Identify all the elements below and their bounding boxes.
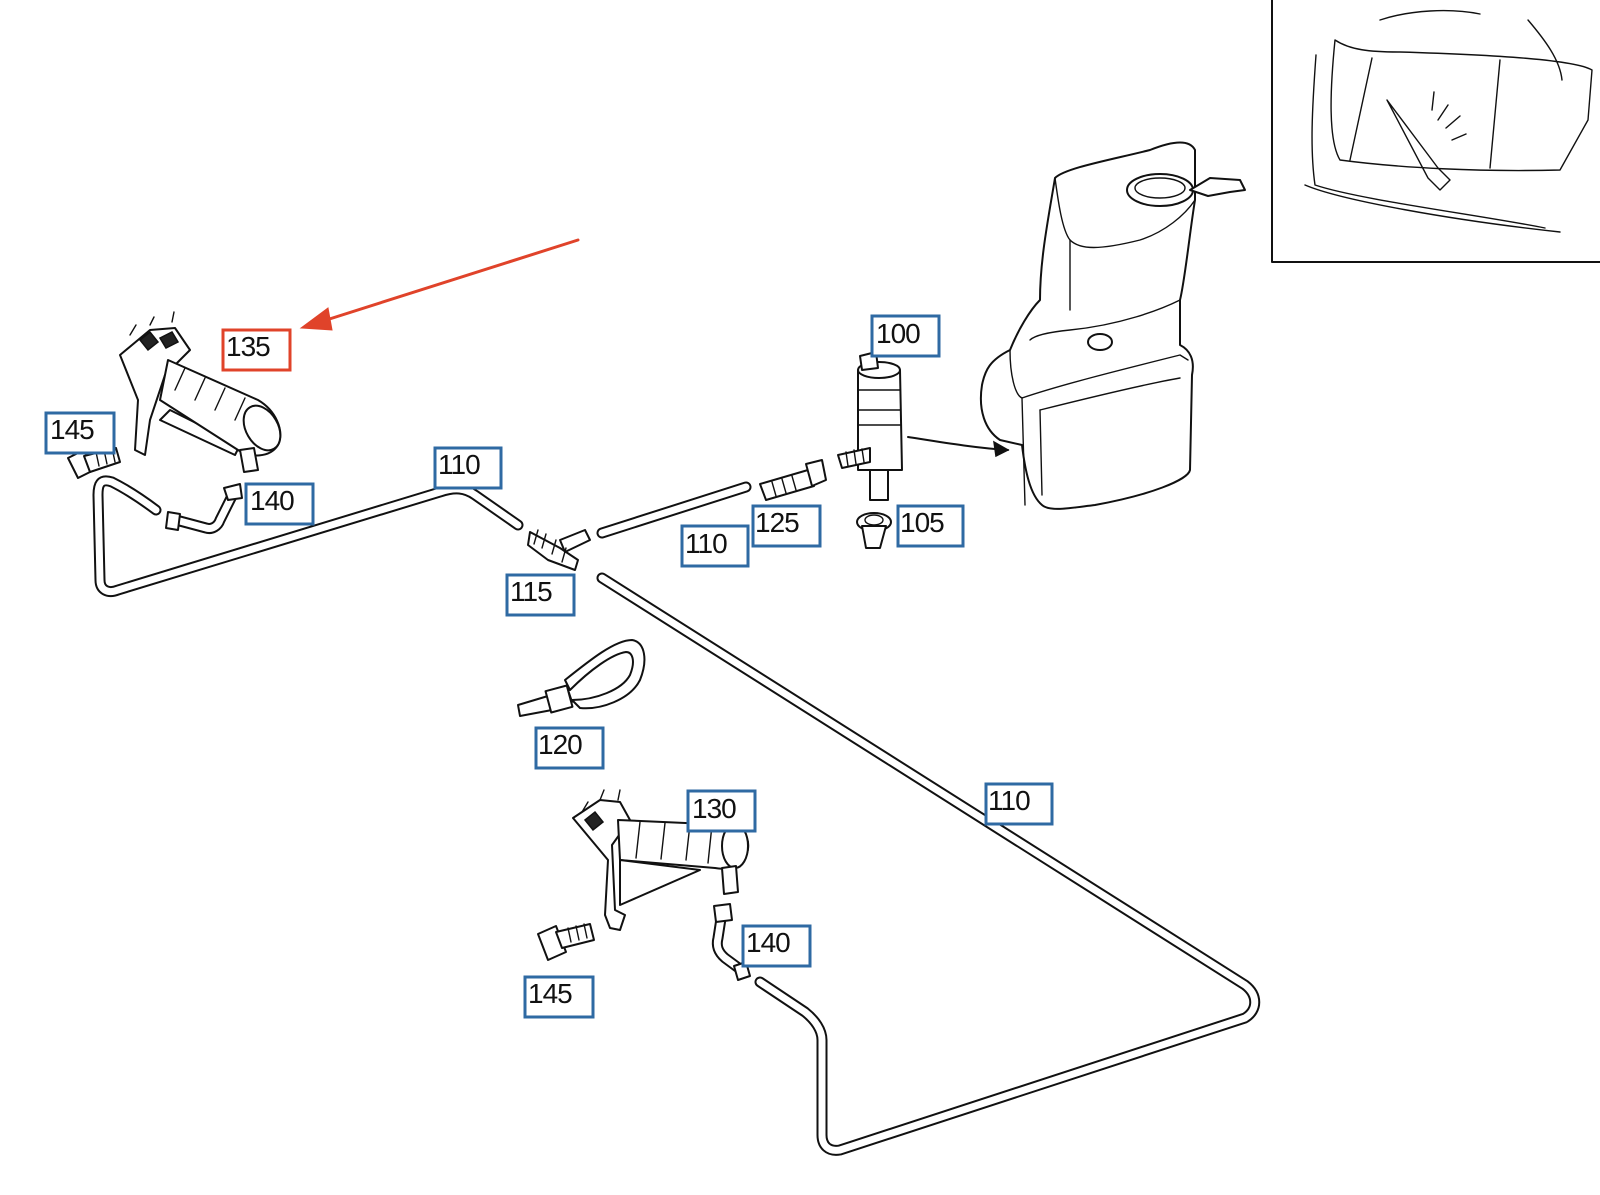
washer-fluid-reservoir <box>979 141 1246 510</box>
callout-140-lower: 140 <box>741 924 812 968</box>
callout-115-text: 115 <box>510 576 552 607</box>
washer-pump <box>837 351 903 501</box>
inset-headlamp-view <box>1271 0 1600 263</box>
callout-130: 130 <box>686 789 757 833</box>
callout-115: 115 <box>505 573 576 617</box>
headlamp-washer-nozzle-left <box>119 311 282 473</box>
callout-105: 105 <box>896 504 965 548</box>
callout-105-text: 105 <box>900 507 944 538</box>
bolt-lower <box>537 923 595 961</box>
hose-long <box>596 572 1261 1156</box>
callout-120-text: 120 <box>538 729 582 760</box>
callout-110-upper: 110 <box>433 446 503 490</box>
callout-140-lower-text: 140 <box>746 927 790 958</box>
callout-145-lower-text: 145 <box>528 978 572 1009</box>
callout-100: 100 <box>870 314 941 358</box>
pump-to-tank-arrow <box>907 436 1010 458</box>
hose-elbow-upper <box>165 483 243 534</box>
y-connector <box>527 529 591 571</box>
callout-110-lower: 110 <box>984 782 1054 826</box>
callout-125: 125 <box>751 504 822 548</box>
callout-125-text: 125 <box>755 507 799 538</box>
callout-130-text: 130 <box>692 793 736 824</box>
highlight-arrow <box>299 238 580 331</box>
hose-middle <box>596 481 752 539</box>
callout-100-text: 100 <box>876 318 920 349</box>
callout-135: 135 <box>221 328 292 372</box>
callout-145-lower: 145 <box>523 975 595 1019</box>
callout-110-middle: 110 <box>680 524 750 568</box>
hose-connector <box>759 459 827 501</box>
callout-145-upper: 145 <box>44 411 116 455</box>
callout-135-text: 135 <box>226 331 270 362</box>
callout-110-middle-text: 110 <box>685 528 727 559</box>
callout-120: 120 <box>534 726 605 770</box>
cable-tie <box>517 639 646 717</box>
grommet <box>856 512 892 549</box>
callout-145-upper-text: 145 <box>50 414 94 445</box>
callout-140-upper-text: 140 <box>250 485 294 516</box>
callout-140-upper: 140 <box>244 482 315 526</box>
callout-110-upper-text: 110 <box>438 449 480 480</box>
callout-110-lower-text: 110 <box>988 785 1030 816</box>
